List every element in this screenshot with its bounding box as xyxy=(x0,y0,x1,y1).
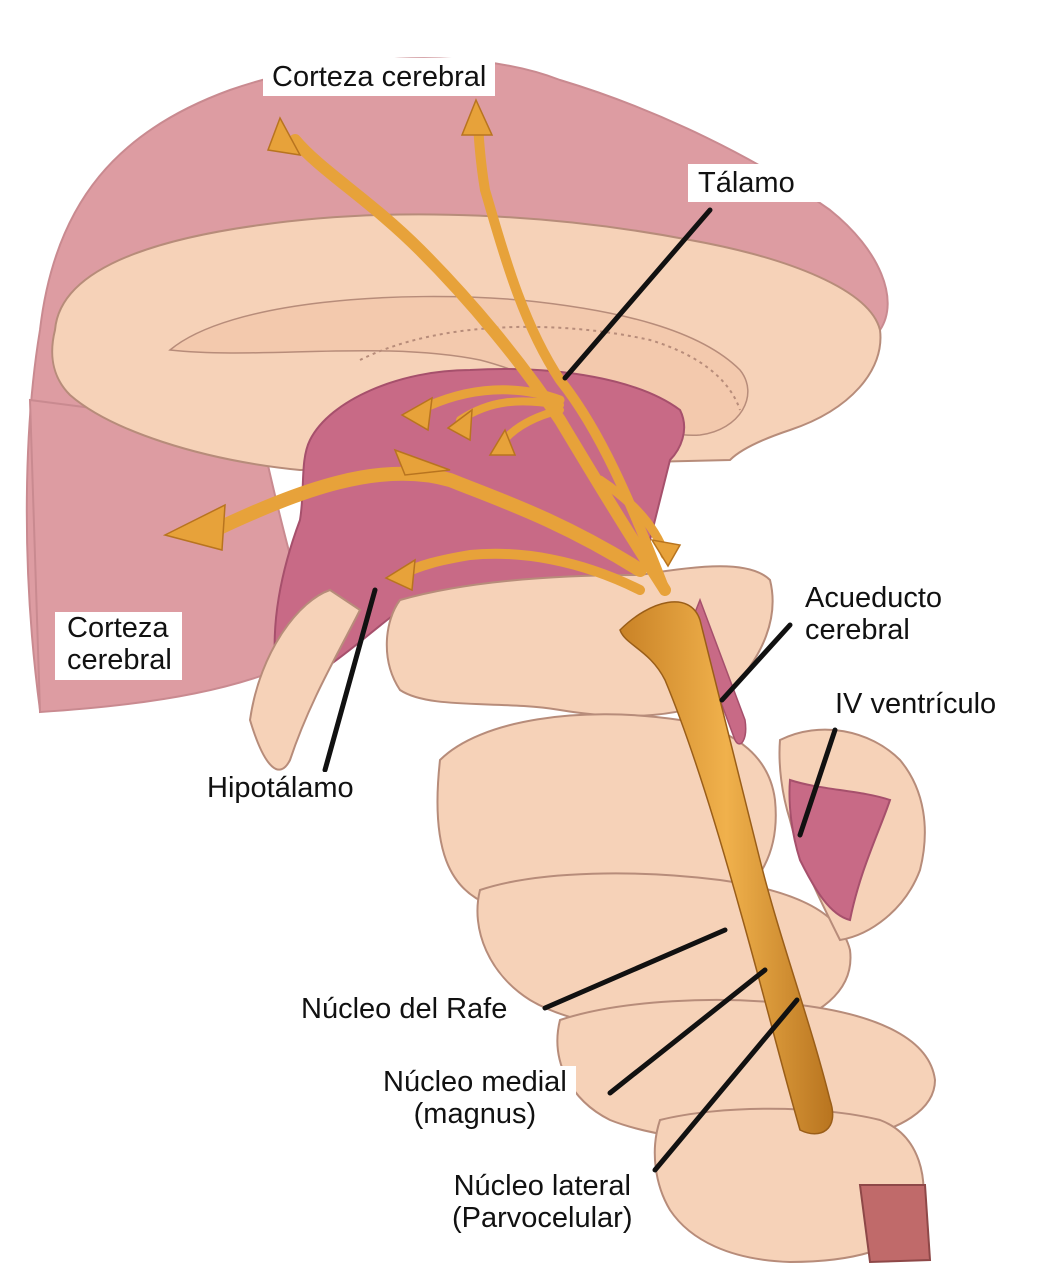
label-medial-line1: Núcleo medial xyxy=(383,1066,567,1098)
leader-lateral xyxy=(652,997,800,1173)
label-cortex-top: Corteza cerebral xyxy=(263,58,496,96)
leader-thalamus xyxy=(562,207,713,381)
label-hypothalamus: Hipotálamo xyxy=(198,772,363,804)
label-fourth-ventricle-text: IV ventrículo xyxy=(835,688,997,720)
leader-aqueduct xyxy=(719,622,793,703)
label-thalamus-text: Tálamo xyxy=(698,167,795,199)
leader-fourth-ventricle xyxy=(797,727,838,838)
label-lateral: Núcleo lateral (Parvocelular) xyxy=(443,1170,642,1234)
label-cortex-left-line2: cerebral xyxy=(67,644,172,676)
fourth-ventricle xyxy=(788,778,892,922)
label-aqueduct: Acueducto cerebral xyxy=(796,582,952,646)
label-cortex-top-text: Corteza cerebral xyxy=(272,61,487,93)
label-cortex-left-line1: Corteza xyxy=(67,612,169,644)
hypothalamus-floor xyxy=(248,588,362,771)
label-hypothalamus-text: Hipotálamo xyxy=(207,772,354,804)
label-aqueduct-line2: cerebral xyxy=(805,614,910,646)
label-lateral-line1: Núcleo lateral xyxy=(453,1170,631,1202)
label-thalamus: Tálamo xyxy=(688,164,831,202)
label-medial-line2: (magnus) xyxy=(413,1098,537,1130)
label-lateral-line2: (Parvocelular) xyxy=(452,1202,633,1234)
leader-raphe xyxy=(542,927,728,1011)
spinal-cut xyxy=(858,1184,932,1264)
label-cortex-left: Corteza cerebral xyxy=(55,612,182,680)
leader-lines xyxy=(322,207,838,1173)
raphe-fiber-bundle xyxy=(619,601,834,1135)
label-raphe: Núcleo del Rafe xyxy=(292,993,517,1025)
label-aqueduct-line1: Acueducto xyxy=(805,582,943,614)
label-medial: Núcleo medial (magnus) xyxy=(374,1066,576,1130)
leader-hypothalamus xyxy=(322,587,378,773)
label-fourth-ventricle: IV ventrículo xyxy=(826,688,1006,720)
label-raphe-text: Núcleo del Rafe xyxy=(301,993,508,1025)
arrow-heads xyxy=(162,98,682,592)
leader-medial xyxy=(607,967,768,1096)
lower-medulla xyxy=(556,999,937,1145)
